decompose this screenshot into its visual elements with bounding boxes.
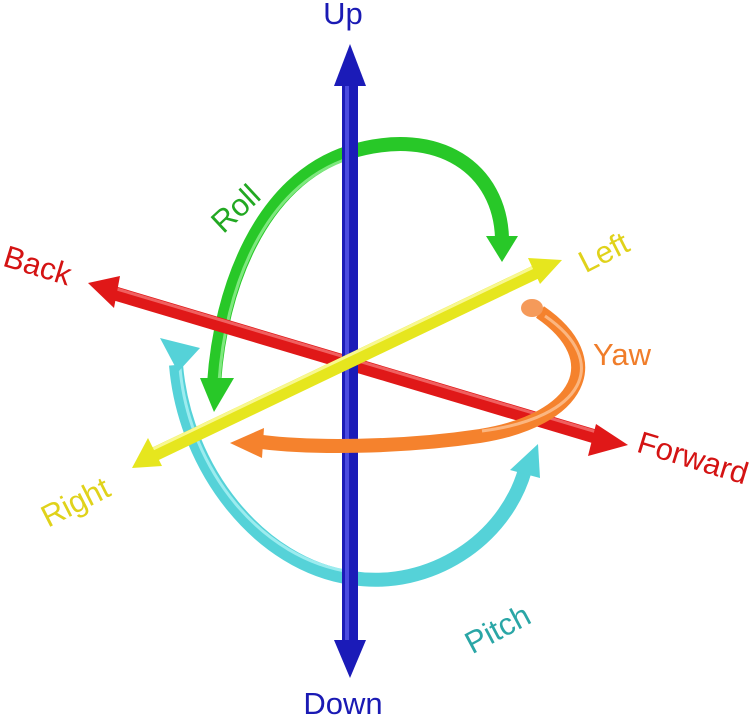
right-arrowhead	[132, 438, 162, 468]
forward-label: Forward	[633, 425, 752, 492]
left-arrowhead	[528, 258, 562, 284]
up-label: Up	[323, 0, 363, 31]
forward-arrowhead	[588, 424, 628, 456]
left-label: Left	[573, 225, 635, 280]
yaw-arrow	[230, 299, 586, 458]
right-label: Right	[35, 470, 116, 534]
yaw-label: Yaw	[593, 337, 652, 372]
down-arrowhead	[334, 640, 366, 678]
left-right-axis	[132, 258, 562, 468]
up-arrowhead	[334, 44, 366, 86]
down-label: Down	[303, 686, 382, 717]
back-label: Back	[0, 239, 76, 293]
back-arrowhead	[88, 276, 120, 308]
pitch-label: Pitch	[459, 597, 536, 660]
